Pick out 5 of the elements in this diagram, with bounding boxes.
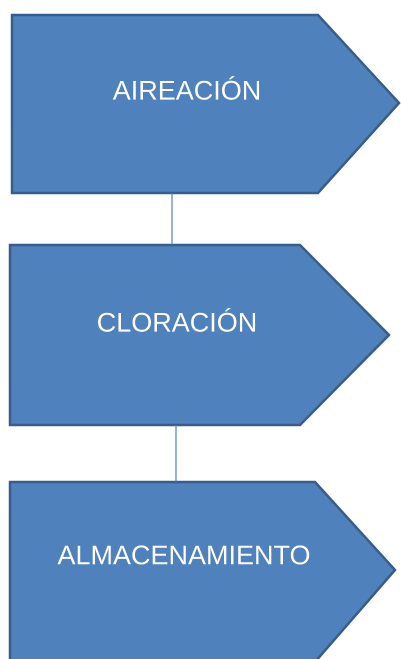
arrow-box: AIREACIÓN	[10, 14, 401, 194]
arrow-box: CLORACIÓN	[8, 244, 391, 426]
connector-line	[171, 193, 173, 245]
connector-line	[175, 425, 177, 482]
arrow-box: ALMACENAMIENTO	[8, 480, 397, 659]
